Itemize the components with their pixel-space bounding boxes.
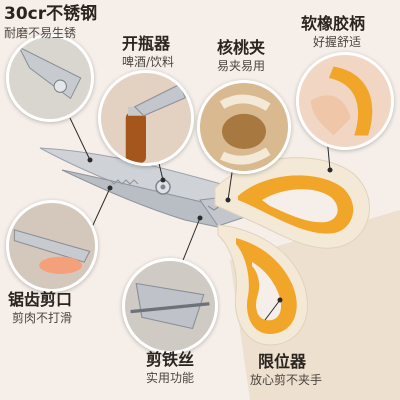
callout-subtitle: 易夹易用: [217, 59, 266, 73]
soft-handle-photo: [296, 52, 394, 150]
callout-serrated-edge: 锯齿剪口 剪肉不打滑: [8, 290, 73, 325]
callout-subtitle: 耐磨不易生锈: [4, 26, 77, 40]
callout-wire-cutter: 剪铁丝 实用功能: [146, 350, 195, 385]
callout-title: 软橡胶柄: [301, 14, 366, 33]
callout-title: 剪铁丝: [146, 350, 195, 369]
walnut-clip-photo: [197, 80, 291, 174]
callout-subtitle: 啤酒/饮料: [122, 55, 175, 69]
callout-stainless: 30cr不锈钢 耐磨不易生锈: [4, 4, 98, 40]
callout-bottle-opener: 开瓶器 啤酒/饮料: [122, 34, 175, 69]
wire-cutter-photo: [122, 258, 218, 354]
stainless-detail-photo: [6, 34, 94, 122]
callout-subtitle: 好握舒适: [313, 35, 362, 49]
bottle-opener-photo: [98, 70, 194, 166]
callout-title: 核桃夹: [217, 38, 266, 57]
callout-subtitle: 放心剪不夹手: [250, 373, 323, 387]
callout-title: 限位器: [258, 352, 307, 371]
callout-title: 锯齿剪口: [8, 290, 73, 309]
callout-subtitle: 实用功能: [146, 371, 195, 385]
callout-title: 30cr不锈钢: [4, 4, 98, 24]
callout-soft-handle: 软橡胶柄 好握舒适: [301, 14, 366, 49]
serrated-edge-photo: [6, 200, 98, 292]
callout-subtitle: 剪肉不打滑: [12, 311, 73, 325]
callout-walnut-clip: 核桃夹 易夹易用: [217, 38, 266, 73]
callout-title: 开瓶器: [122, 34, 171, 53]
callout-limiter: 限位器 放心剪不夹手: [250, 352, 322, 387]
